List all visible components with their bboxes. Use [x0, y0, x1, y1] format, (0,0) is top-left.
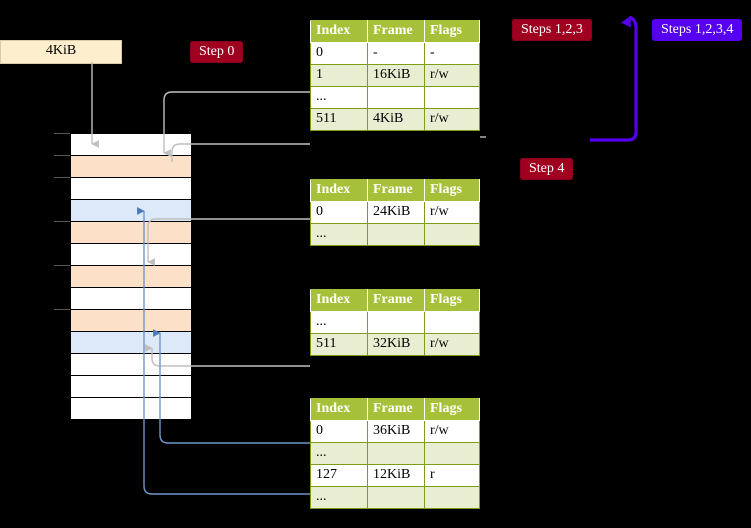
badge-steps-123: Steps 1,2,3 [512, 19, 592, 41]
memory-frame-row [71, 156, 191, 178]
memory-tick [54, 221, 70, 222]
cell-flags: r/w [424, 420, 480, 443]
frame-size-label: 4KiB [0, 40, 122, 64]
cell-index: 0 [310, 420, 368, 443]
cell-index: ... [310, 442, 368, 465]
frame-size-label-text: 4KiB [45, 43, 77, 58]
cell-flags [424, 442, 480, 465]
cell-frame: 4KiB [367, 108, 425, 131]
memory-frame-row [71, 376, 191, 398]
cell-flags [424, 486, 480, 509]
column-header-flags: Flags [424, 20, 480, 43]
memory-frame-row [71, 288, 191, 310]
cell-frame [367, 442, 425, 465]
table-row: ... [310, 486, 480, 509]
cell-frame: 12KiB [367, 464, 425, 487]
cell-frame [367, 311, 425, 334]
cell-flags: r/w [424, 108, 480, 131]
cell-index: 127 [310, 464, 368, 487]
memory-tick [54, 177, 70, 178]
cell-frame: - [367, 42, 425, 65]
memory-frame-row [71, 178, 191, 200]
cell-flags: r/w [424, 333, 480, 356]
column-header-frame: Frame [367, 398, 425, 421]
memory-frame-row [71, 134, 191, 156]
cell-index: ... [310, 86, 368, 109]
memory-frame-row [71, 354, 191, 376]
badge-step-4: Step 4 [520, 158, 574, 180]
column-header-frame: Frame [367, 179, 425, 202]
cell-flags [424, 311, 480, 334]
memory-frame-row [71, 310, 191, 332]
cell-flags: - [424, 42, 480, 65]
cell-flags [424, 223, 480, 246]
cell-frame: 24KiB [367, 201, 425, 224]
cell-index: 1 [310, 64, 368, 87]
physical-memory-column [70, 133, 191, 420]
cell-flags: r [424, 464, 480, 487]
cell-index: 511 [310, 333, 368, 356]
purple-bracket-arrow [590, 15, 638, 142]
table-row: 0-- [310, 42, 480, 65]
memory-tick [54, 265, 70, 266]
cell-frame: 16KiB [367, 64, 425, 87]
column-header-frame: Frame [367, 20, 425, 43]
cell-frame [367, 486, 425, 509]
cell-frame: 36KiB [367, 420, 425, 443]
cell-index: 0 [310, 201, 368, 224]
column-header-index: Index [310, 179, 368, 202]
memory-frame-row [71, 200, 191, 222]
cell-index: ... [310, 486, 368, 509]
column-header-flags: Flags [424, 398, 480, 421]
column-header-flags: Flags [424, 179, 480, 202]
column-header-index: Index [310, 289, 368, 312]
memory-frame-row [71, 222, 191, 244]
connector-memory-to-t2 [171, 143, 310, 162]
table-row: ... [310, 311, 480, 334]
column-header-frame: Frame [367, 289, 425, 312]
cell-flags: r/w [424, 201, 480, 224]
memory-frame-row [71, 266, 191, 288]
column-header-flags: Flags [424, 289, 480, 312]
cell-frame: 32KiB [367, 333, 425, 356]
cell-flags: r/w [424, 64, 480, 87]
cell-index: ... [310, 223, 368, 246]
table-row: ... [310, 442, 480, 465]
cell-index: ... [310, 311, 368, 334]
memory-frame-row [71, 244, 191, 266]
column-header-index: Index [310, 398, 368, 421]
memory-tick [54, 309, 70, 310]
memory-tick [54, 155, 70, 156]
table-row: ... [310, 86, 480, 109]
badge-step-0: Step 0 [190, 41, 244, 63]
cell-frame [367, 86, 425, 109]
memory-tick [54, 133, 70, 134]
column-header-index: Index [310, 20, 368, 43]
memory-frame-row [71, 332, 191, 354]
badge-steps-1234: Steps 1,2,3,4 [652, 19, 743, 41]
memory-frame-row [71, 398, 191, 420]
cell-index: 511 [310, 108, 368, 131]
cell-index: 0 [310, 42, 368, 65]
cell-flags [424, 86, 480, 109]
table-row: ... [310, 223, 480, 246]
cell-frame [367, 223, 425, 246]
